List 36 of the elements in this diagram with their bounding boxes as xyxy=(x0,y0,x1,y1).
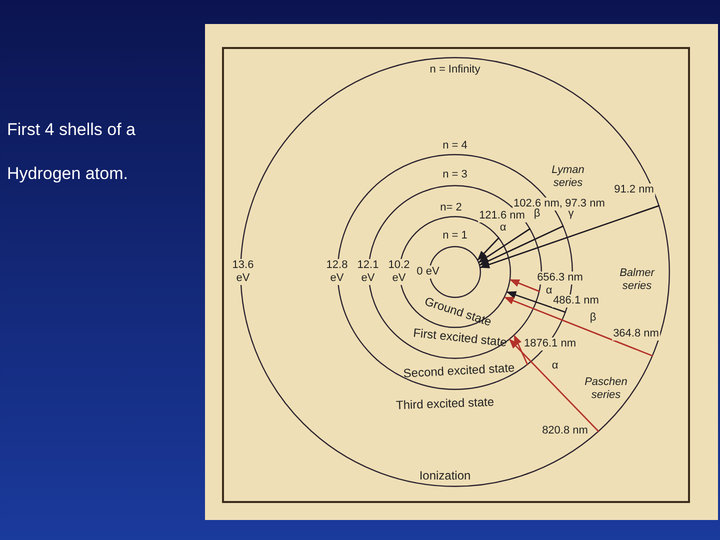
state-label: Second excited state xyxy=(403,362,515,380)
wavelength-label: 1876.1 nm xyxy=(523,338,577,350)
transition-arrow xyxy=(480,204,660,268)
wavelength-label: 91.2 nm xyxy=(613,184,655,196)
transition-arrow xyxy=(510,279,540,292)
shell-label: n = Infinity xyxy=(430,64,480,76)
transition-arrow xyxy=(504,296,654,357)
wavelength-label: 656.3 nm xyxy=(536,272,584,284)
state-label: Ground state xyxy=(423,295,493,329)
shell-label: n= 2 xyxy=(440,202,462,214)
wavelength-label: 121.6 nm xyxy=(478,210,526,222)
state-label: First excited state xyxy=(412,326,508,350)
transition-arrow xyxy=(479,225,564,266)
wavelength-label: 364.8 nm xyxy=(612,328,660,340)
series-label: Paschen series xyxy=(584,376,628,402)
transition-letter: β xyxy=(590,312,596,324)
transition-arrow xyxy=(477,237,500,260)
wavelength-label: 486.1 nm xyxy=(552,294,600,308)
transition-letter: α xyxy=(546,284,552,298)
transition-arrow xyxy=(506,291,566,314)
state-label: Ionization xyxy=(419,470,471,482)
series-label: Lyman series xyxy=(550,164,586,190)
transition-letter: α xyxy=(500,222,506,234)
title: First 4 shells of a Hydrogen atom. xyxy=(7,119,136,185)
transition-arrow xyxy=(514,334,528,366)
series-label: Balmer series xyxy=(618,267,656,293)
transition-letter: α xyxy=(552,360,558,372)
shell-label: n = 3 xyxy=(442,168,468,182)
state-label: Third excited state xyxy=(396,396,494,412)
transition-letter: β xyxy=(534,208,540,220)
shell-label: n = 1 xyxy=(442,230,468,242)
shell-label: n = 4 xyxy=(442,140,468,152)
transition-arrow xyxy=(509,338,600,432)
transition-letter: γ xyxy=(568,208,574,220)
transition-arrow xyxy=(478,228,531,263)
energy-label: 0 eV xyxy=(414,266,442,278)
